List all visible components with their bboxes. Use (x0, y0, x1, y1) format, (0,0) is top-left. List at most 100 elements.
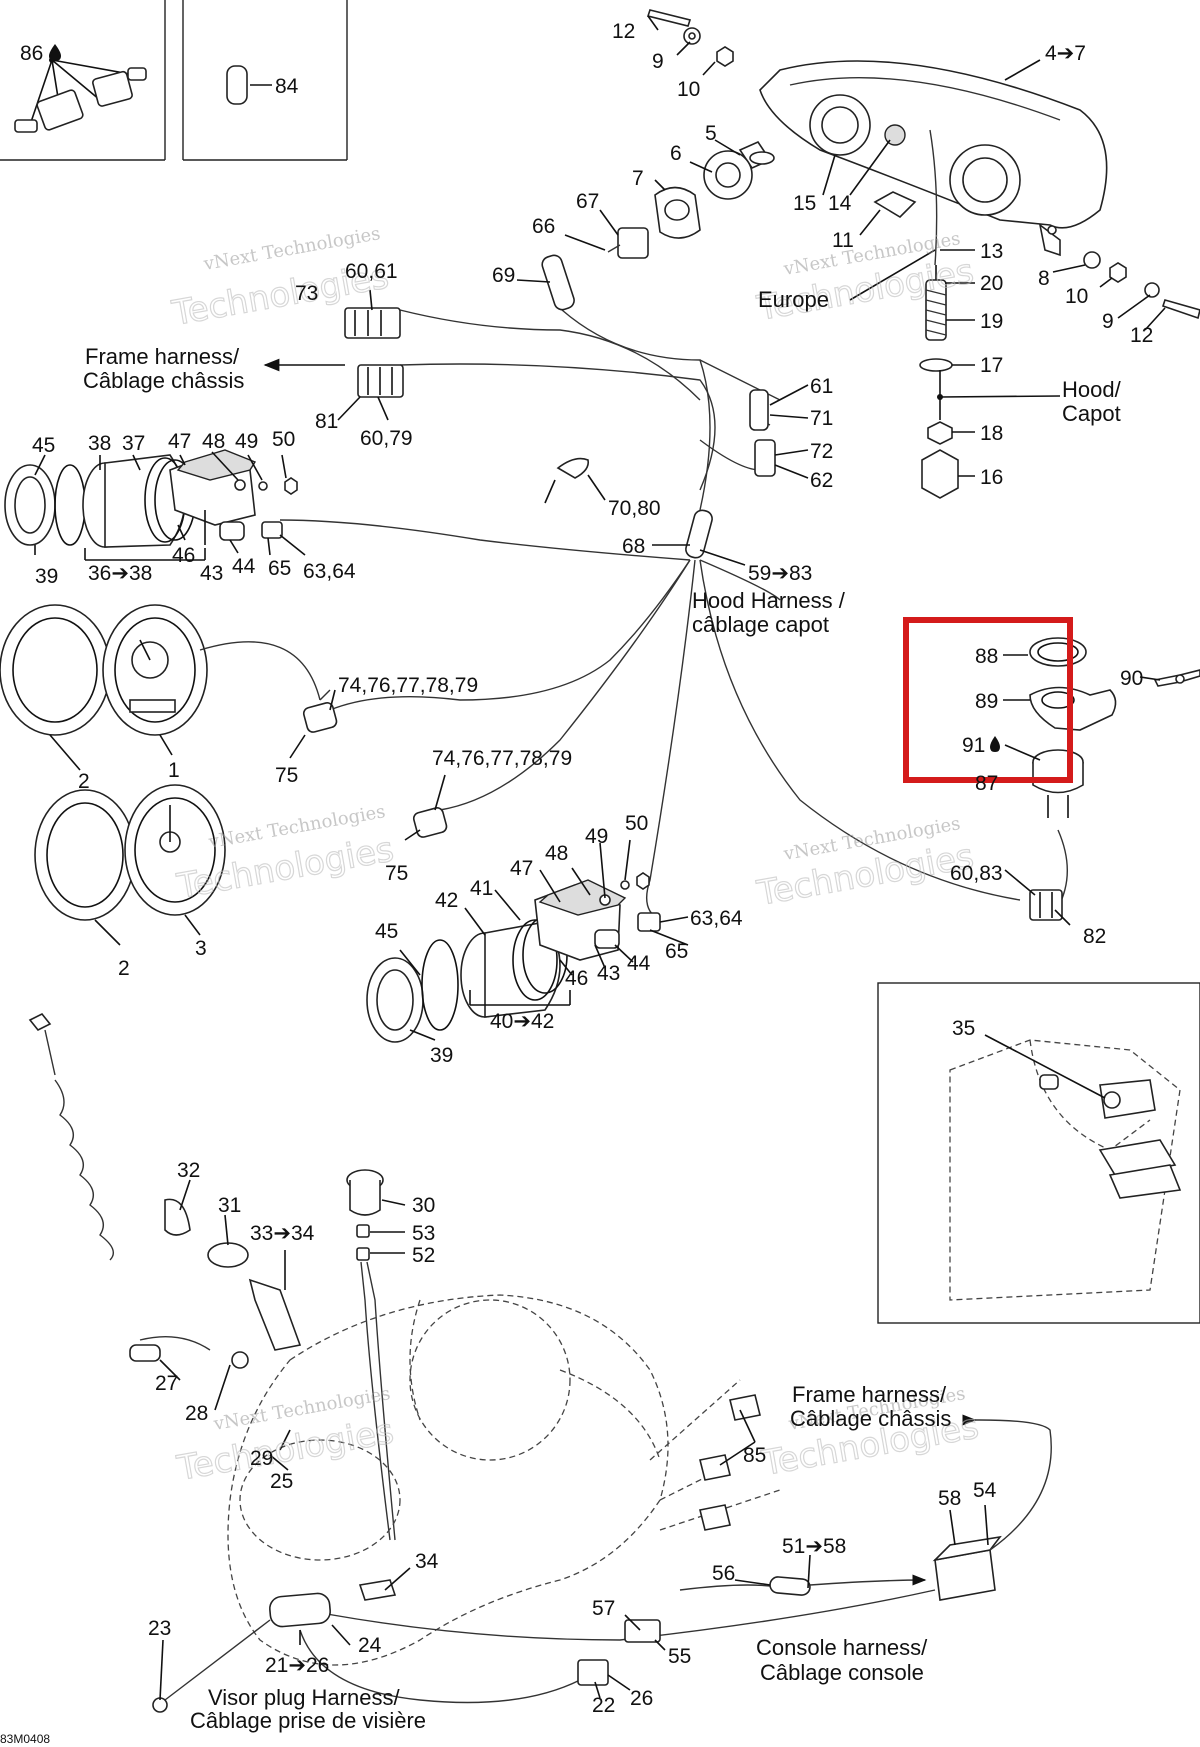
callout-12a: 12 (612, 20, 635, 43)
callout-14: 14 (828, 192, 852, 215)
callout-48b: 48 (545, 842, 568, 865)
callout-90: 90 (1120, 667, 1143, 690)
callout-37: 37 (122, 432, 145, 455)
callout-73: 73 (295, 282, 318, 305)
callout-49b: 49 (585, 825, 608, 848)
callout-2b: 2 (118, 957, 130, 980)
gauge-lower-bracket (469, 990, 571, 1006)
callout-5: 5 (705, 122, 717, 145)
callout-61: 61 (810, 375, 833, 398)
callout-9a: 9 (652, 50, 664, 73)
gauge-upper-bracket (84, 548, 206, 561)
callout-48a: 48 (202, 430, 225, 453)
europe-leader (849, 249, 936, 301)
console-harness (129, 1335, 1052, 1713)
callout-59-83: 59➔83 (748, 562, 812, 585)
callout-28: 28 (185, 1402, 208, 1425)
callout-20: 20 (980, 272, 1003, 295)
callout-27: 27 (155, 1372, 178, 1395)
callout-55: 55 (668, 1645, 691, 1668)
hood-harness-label: Hood Harness / (692, 588, 846, 613)
frame-harness-label-b: Frame harness/ (792, 1382, 947, 1407)
highlight-box (903, 617, 1073, 783)
connectors-left-top (344, 307, 776, 504)
frame-harness-label-fr: Câblage châssis (83, 368, 244, 393)
callout-65b: 65 (665, 940, 688, 963)
callout-39b: 39 (430, 1044, 453, 1067)
hood-capot-leader (939, 395, 1061, 398)
callout-32: 32 (177, 1159, 200, 1182)
callout-39a: 39 (35, 565, 58, 588)
callout-68: 68 (622, 535, 645, 558)
callout-23: 23 (148, 1617, 171, 1640)
callout-66: 66 (532, 215, 555, 238)
headlight-assembly (759, 60, 1108, 257)
console-harness-label-fr: Câblage console (760, 1660, 924, 1685)
callout-52: 52 (412, 1244, 435, 1267)
hood-stud-stack (873, 129, 959, 499)
callout-41: 41 (470, 877, 493, 900)
callout-21-26: 21➔26 (265, 1654, 329, 1677)
callout-13: 13 (980, 240, 1003, 263)
hardware-top (646, 9, 1200, 320)
callout-19: 19 (980, 310, 1003, 333)
callout-46a: 46 (172, 544, 195, 567)
hood-capot-label-fr: Capot (1062, 401, 1121, 426)
callout-12b: 12 (1130, 324, 1153, 347)
callout-51-58: 51➔58 (782, 1535, 846, 1558)
callout-67: 67 (576, 190, 599, 213)
watermarks: vNext Technologies Technologies vNext Te… (168, 223, 982, 1489)
callout-40-42: 40➔42 (490, 1010, 554, 1033)
visor-harness-label-fr: Câblage prise de visière (190, 1708, 426, 1733)
callout-7: 7 (632, 167, 644, 190)
callout-74b: 74,76,77,78,79 (432, 747, 572, 770)
callout-9b: 9 (1102, 310, 1114, 333)
callout-11: 11 (832, 229, 854, 252)
callout-4-7: 4➔7 (1045, 42, 1086, 65)
callout-75b: 75 (385, 862, 408, 885)
callout-71: 71 (810, 407, 833, 430)
callout-49a: 49 (235, 430, 258, 453)
speedometer (0, 604, 208, 736)
hood-harness-label-fr: câblage capot (692, 612, 829, 637)
callout-57: 57 (592, 1597, 615, 1620)
callout-42: 42 (435, 889, 458, 912)
callout-26: 26 (630, 1687, 653, 1710)
callout-72: 72 (810, 440, 833, 463)
callout-43a: 43 (200, 562, 223, 585)
callout-31: 31 (218, 1194, 241, 1217)
callout-1: 1 (168, 759, 180, 782)
callout-44b: 44 (627, 952, 651, 975)
switch-30-52-53 (346, 1169, 396, 1541)
hood-capot-label: Hood/ (1062, 377, 1122, 402)
callout-34: 34 (415, 1550, 439, 1573)
callout-46b: 46 (565, 967, 588, 990)
callout-47b: 47 (510, 857, 533, 880)
callout-82: 82 (1083, 925, 1106, 948)
callout-36-38: 36➔38 (88, 562, 152, 585)
callout-17: 17 (980, 354, 1003, 377)
callout-38: 38 (88, 432, 111, 455)
callout-89: 89 (975, 690, 998, 713)
callout-30: 30 (412, 1194, 435, 1217)
callout-8: 8 (1038, 267, 1050, 290)
gauge-upper (4, 449, 298, 548)
callout-22: 22 (592, 1694, 615, 1717)
tachometer (34, 784, 226, 921)
callout-25: 25 (270, 1470, 293, 1493)
callout-60-61: 60,61 (345, 260, 398, 283)
callout-58: 58 (938, 1487, 961, 1510)
sockets-75 (199, 641, 448, 838)
inset-86 (0, 0, 166, 161)
callout-50b: 50 (625, 812, 648, 835)
callout-45b: 45 (375, 920, 398, 943)
notes: Frame harness/ Câblage châssis Hood/ Cap… (0, 287, 1122, 1746)
callout-35: 35 (952, 1017, 975, 1040)
main-harness (279, 254, 1021, 921)
callout-84: 84 (275, 75, 299, 98)
tether-cord (28, 1012, 302, 1351)
callout-85: 85 (743, 1444, 766, 1467)
callout-56: 56 (712, 1562, 735, 1585)
oil-drop-icon (990, 736, 1000, 752)
